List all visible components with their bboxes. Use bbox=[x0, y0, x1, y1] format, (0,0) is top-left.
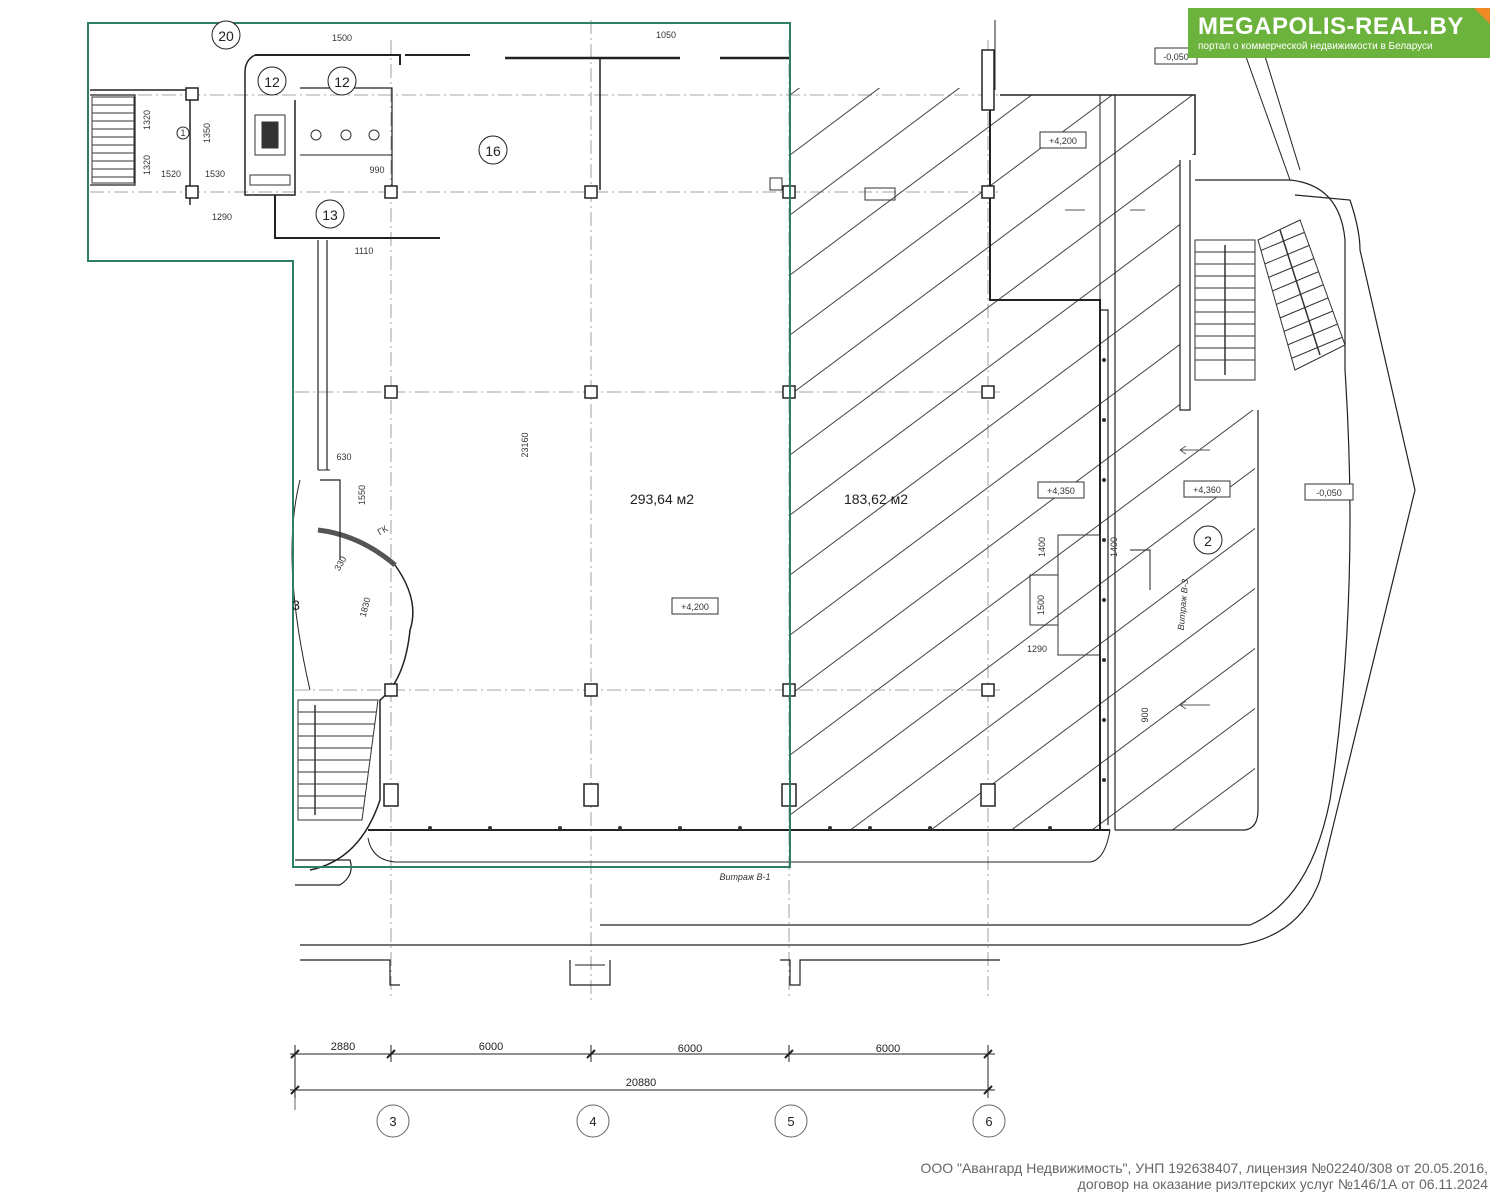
dimension-label: 990 bbox=[369, 165, 384, 175]
brand-badge[interactable]: MEGAPOLIS-REAL.BY портал о коммерческой … bbox=[1188, 8, 1490, 58]
room-12-label: 12 bbox=[334, 74, 350, 90]
dimension-label: 1400 bbox=[1037, 537, 1047, 557]
level-label: +4,200 bbox=[1049, 136, 1077, 146]
dimension-label: 1520 bbox=[161, 169, 181, 179]
bottom-dimension: 6000 bbox=[479, 1041, 503, 1053]
flow-arrows bbox=[1065, 209, 1210, 710]
room-20-label: 20 bbox=[218, 28, 234, 44]
dimension-label: 1290 bbox=[1027, 644, 1047, 654]
level-label: +4,360 bbox=[1193, 485, 1221, 495]
footer-line-1: ООО "Авангард Недвижимость", УНП 1926384… bbox=[920, 1160, 1488, 1176]
dimension-label: 1290 bbox=[212, 212, 232, 222]
dimension-label: 1830 bbox=[358, 596, 373, 618]
stair-far-right bbox=[1257, 219, 1346, 371]
room-3-label: 3 bbox=[292, 597, 300, 613]
room-13-label: 13 bbox=[322, 207, 338, 223]
brand-flag-icon bbox=[1474, 8, 1490, 24]
bottom-dimension: 2880 bbox=[331, 1041, 355, 1053]
dimension-label: 900 bbox=[1140, 707, 1150, 722]
stair-bottom-left bbox=[297, 699, 379, 821]
brand-name: MEGAPOLIS-REAL.BY bbox=[1198, 13, 1464, 40]
dimension-label: 1110 bbox=[355, 246, 374, 256]
selection-outline bbox=[87, 22, 791, 868]
brand-tagline: портал о коммерческой недвижимости в Бел… bbox=[1198, 41, 1433, 52]
stair-right bbox=[1194, 239, 1256, 381]
room-12-label: 12 bbox=[264, 74, 280, 90]
dimension-chain bbox=[290, 1045, 995, 1098]
level-label: +4,200 bbox=[681, 602, 709, 612]
footer-line-2: договор на оказание риэлтерских услуг №1… bbox=[1077, 1176, 1488, 1192]
grid-lines bbox=[90, 20, 1000, 1000]
dimension-label: 1050 bbox=[656, 30, 676, 40]
dimension-label: 630 bbox=[336, 452, 351, 462]
dimension-label: 1500 bbox=[332, 33, 352, 43]
dimension-label: 330 bbox=[332, 554, 348, 572]
axis-label: 5 bbox=[787, 1114, 794, 1129]
area-main: 293,64 м2 bbox=[630, 491, 694, 507]
room-16-label: 16 bbox=[485, 143, 501, 159]
dimension-label: 1320 bbox=[142, 155, 152, 175]
wall-dots bbox=[428, 358, 1106, 830]
room-2-label: 2 bbox=[1204, 533, 1212, 549]
dimension-label: 1350 bbox=[202, 123, 212, 143]
legal-footer: ООО "Авангард Недвижимость", УНП 1926384… bbox=[920, 1160, 1488, 1192]
total-dimension: 20880 bbox=[626, 1077, 657, 1089]
room-1-label: 1 bbox=[180, 128, 185, 138]
dimension-label: 1500 bbox=[1036, 595, 1046, 615]
dimension-label: 1550 bbox=[357, 485, 367, 505]
hatched-zone bbox=[790, 88, 1255, 830]
stair-top-left bbox=[91, 96, 135, 184]
dimension-label: 1400 bbox=[1109, 537, 1119, 557]
level-label: +4,350 bbox=[1047, 486, 1075, 496]
dimension-label: 23160 bbox=[520, 432, 530, 457]
dimension-label: Витраж В-3 bbox=[1176, 579, 1190, 631]
bottom-dimension: 6000 bbox=[876, 1043, 900, 1055]
dimension-label: 1320 bbox=[142, 110, 152, 130]
dimension-label: Витраж В-1 bbox=[719, 872, 770, 882]
axis-label: 6 bbox=[985, 1114, 992, 1129]
walls bbox=[90, 20, 1416, 986]
axis-label: 3 bbox=[389, 1114, 396, 1129]
stair-middle-right bbox=[1029, 534, 1101, 656]
room-markers bbox=[176, 20, 1223, 555]
level-boxes bbox=[671, 47, 1354, 615]
sanitary-fixtures bbox=[249, 114, 896, 201]
axis-label: 4 bbox=[589, 1114, 596, 1129]
dimension-label: 1530 bbox=[205, 169, 225, 179]
bottom-dimension: 6000 bbox=[678, 1043, 702, 1055]
dimension-label: ГК bbox=[376, 523, 390, 537]
level-label: -0,050 bbox=[1316, 488, 1342, 498]
axis-markers bbox=[294, 1098, 1006, 1138]
level-label: -0,050 bbox=[1163, 52, 1189, 62]
area-hatched: 183,62 м2 bbox=[844, 491, 908, 507]
